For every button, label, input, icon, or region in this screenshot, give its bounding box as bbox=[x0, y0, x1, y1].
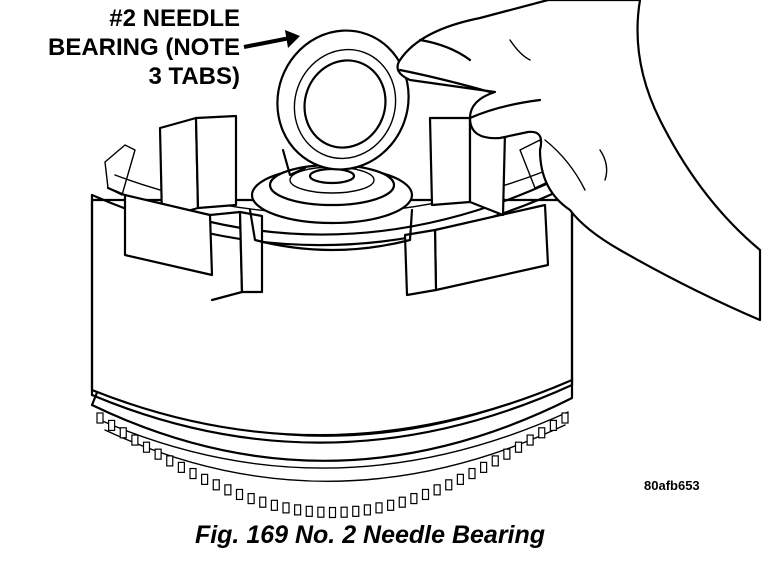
gear-tooth bbox=[119, 427, 127, 439]
drum-illustration bbox=[90, 114, 574, 519]
gear-tooth bbox=[433, 484, 441, 496]
gear-tooth bbox=[387, 499, 395, 511]
gear-tooth bbox=[363, 504, 371, 516]
callout-line-2: BEARING (NOTE bbox=[48, 34, 240, 61]
gear-tooth bbox=[491, 455, 499, 467]
drum-teeth bbox=[96, 412, 569, 519]
gear-tooth bbox=[224, 484, 232, 496]
gear-tooth bbox=[131, 434, 139, 446]
bearing-callout: #2 NEEDLE BEARING (NOTE 3 TABS) bbox=[18, 4, 240, 91]
gear-tooth bbox=[561, 412, 569, 424]
gear-tooth bbox=[235, 488, 244, 501]
pointer-arrow bbox=[243, 30, 300, 49]
gear-tooth bbox=[398, 496, 406, 508]
gear-tooth bbox=[177, 461, 185, 473]
gear-tooth bbox=[410, 492, 418, 505]
gear-tooth bbox=[247, 492, 255, 505]
gear-tooth bbox=[421, 488, 430, 501]
gear-tooth bbox=[549, 419, 557, 432]
gear-tooth bbox=[108, 419, 116, 432]
gear-tooth bbox=[305, 505, 313, 517]
gear-tooth bbox=[212, 479, 220, 491]
gear-tooth bbox=[142, 441, 151, 453]
gear-tooth bbox=[445, 479, 453, 491]
bearing-ring bbox=[276, 29, 410, 177]
gear-tooth bbox=[456, 473, 464, 485]
gear-tooth bbox=[352, 505, 360, 517]
gear-tooth bbox=[96, 412, 104, 424]
callout-line-1: #2 NEEDLE bbox=[109, 5, 240, 32]
gear-tooth bbox=[201, 473, 209, 485]
hand-illustration bbox=[396, 0, 762, 322]
gear-tooth bbox=[189, 467, 197, 480]
gear-tooth bbox=[538, 427, 546, 439]
gear-tooth bbox=[154, 448, 162, 460]
gear-tooth bbox=[282, 502, 290, 514]
callout-line-3: 3 TABS) bbox=[148, 63, 240, 90]
gear-tooth bbox=[526, 434, 534, 446]
reference-code: 80afb653 bbox=[644, 478, 700, 493]
gear-tooth bbox=[166, 455, 174, 467]
figure-caption: Fig. 169 No. 2 Needle Bearing bbox=[194, 521, 546, 549]
gear-tooth bbox=[317, 506, 325, 518]
gear-tooth bbox=[468, 467, 476, 480]
gear-tooth bbox=[375, 502, 383, 514]
gear-tooth bbox=[328, 506, 337, 519]
gear-tooth bbox=[503, 448, 511, 460]
gear-tooth bbox=[340, 506, 348, 518]
gear-tooth bbox=[514, 441, 523, 453]
gear-tooth bbox=[259, 496, 267, 508]
gear-tooth bbox=[480, 461, 488, 473]
gear-tooth bbox=[294, 504, 302, 516]
gear-tooth bbox=[270, 499, 278, 511]
